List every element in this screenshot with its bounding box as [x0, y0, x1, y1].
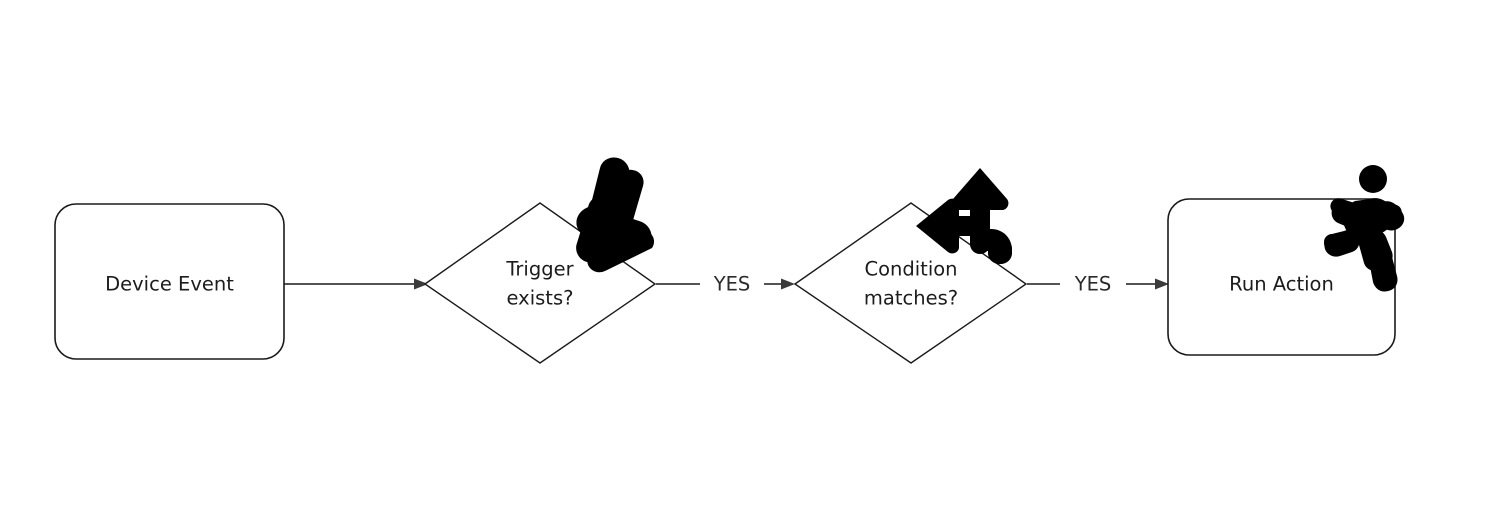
- node-trigger-exists[interactable]: Trigger exists?: [423, 157, 657, 364]
- node-trigger-exists-label-line1: Trigger: [505, 258, 574, 281]
- edge-trigger-to-condition[interactable]: YES: [656, 273, 795, 296]
- edge-condition-to-action-label: YES: [1074, 273, 1112, 296]
- node-condition-matches[interactable]: Condition matches?: [793, 168, 1028, 364]
- node-condition-matches-label-line2: matches?: [864, 287, 958, 310]
- node-run-action[interactable]: Run Action: [1167, 165, 1405, 356]
- node-condition-matches-label-line1: Condition: [864, 258, 957, 281]
- edge-event-to-trigger[interactable]: [284, 278, 428, 290]
- node-condition-matches-shape: [793, 202, 1028, 364]
- node-device-event-shape: [54, 203, 285, 360]
- node-trigger-exists-label-line2: exists?: [507, 287, 574, 310]
- running-person-icon: [1324, 165, 1405, 292]
- node-trigger-exists-shape: [423, 202, 657, 364]
- edge-condition-to-action-arrowhead: [1155, 278, 1169, 290]
- lightning-bolt-icon: [576, 157, 655, 273]
- edge-trigger-to-condition-arrowhead: [781, 278, 795, 290]
- node-run-action-label: Run Action: [1229, 273, 1334, 296]
- node-device-event[interactable]: Device Event: [54, 203, 285, 360]
- fork-arrow-icon: [916, 168, 1012, 264]
- node-device-event-label: Device Event: [105, 273, 234, 296]
- edge-trigger-to-condition-label: YES: [713, 273, 751, 296]
- edge-condition-to-action[interactable]: YES: [1027, 273, 1169, 296]
- edge-event-to-trigger-arrowhead: [414, 278, 428, 290]
